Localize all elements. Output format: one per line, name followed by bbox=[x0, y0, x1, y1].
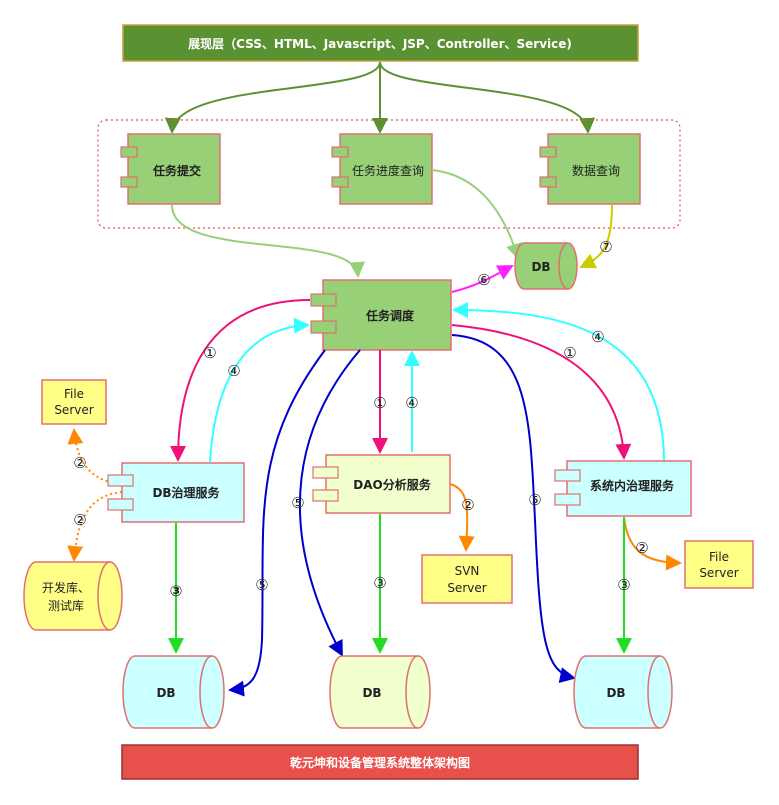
svn-server-line1: SVN bbox=[455, 564, 480, 578]
data-query-label: 数据查询 bbox=[572, 163, 620, 178]
db-top[interactable]: DB bbox=[514, 242, 578, 290]
arrow-data-query-to-db bbox=[579, 204, 613, 269]
task-submit-label: 任务提交 bbox=[152, 163, 201, 178]
dev-test-db-line2: 测试库 bbox=[48, 598, 84, 613]
step-2-label-dev-db: ② bbox=[73, 511, 86, 529]
component-sys-governance[interactable]: 系统内治理服务 bbox=[554, 460, 692, 517]
query-group-container bbox=[97, 119, 681, 229]
arrow-scheduler-to-db-governance bbox=[170, 299, 311, 462]
db-governance-label: DB治理服务 bbox=[152, 485, 220, 500]
svn-server-line2: Server bbox=[447, 581, 486, 595]
arrow-progress-to-db bbox=[431, 169, 522, 260]
presentation-layer-bar: 展现层（CSS、HTML、Javascript、JSP、Controller、S… bbox=[122, 24, 639, 62]
arrow-to-task-submit bbox=[164, 61, 381, 134]
db-dev-test[interactable]: 开发库、 测试库 bbox=[23, 561, 123, 631]
arrow-scheduler-to-db-top bbox=[451, 265, 514, 293]
component-scheduler[interactable]: 任务调度 bbox=[310, 279, 452, 351]
component-data-query[interactable]: 数据查询 bbox=[539, 133, 641, 205]
file-server-right[interactable]: File Server bbox=[684, 540, 754, 589]
diagram-title: 乾元坤和设备管理系统整体架构图 bbox=[290, 755, 470, 770]
component-dao-analysis[interactable]: DAO分析服务 bbox=[312, 454, 451, 514]
file-server-left[interactable]: File Server bbox=[41, 379, 107, 425]
step-7-label: ⑦ bbox=[599, 238, 612, 256]
step-1-label-mid: ① bbox=[373, 394, 386, 412]
svn-server[interactable]: SVN Server bbox=[421, 554, 513, 604]
green-arrows bbox=[168, 514, 632, 654]
top-bar-arrows bbox=[164, 61, 596, 134]
light-green-arrows bbox=[171, 169, 522, 278]
step-3-label-left: ③ bbox=[170, 582, 183, 600]
step-5-label-mid: ⑤ bbox=[291, 494, 304, 512]
file-server-left-line1: File bbox=[64, 387, 84, 401]
arrow-db-governance-to-file-server bbox=[67, 428, 123, 486]
db-mid-label: DB bbox=[362, 686, 381, 700]
arrow-submit-to-scheduler bbox=[171, 204, 366, 278]
db-right[interactable]: DB bbox=[573, 655, 673, 729]
dao-analysis-label: DAO分析服务 bbox=[353, 477, 431, 492]
db-right-label: DB bbox=[606, 686, 625, 700]
step-3-label-right: ③ bbox=[617, 576, 630, 594]
arrow-sys-governance-to-scheduler bbox=[452, 302, 665, 463]
arrow-scheduler-to-db-right bbox=[451, 334, 576, 683]
arrow-db-governance-to-scheduler bbox=[209, 317, 310, 463]
db-top-label: DB bbox=[531, 260, 550, 274]
arrow-scheduler-to-db-left bbox=[228, 349, 326, 697]
component-task-submit[interactable]: 任务提交 bbox=[120, 133, 221, 205]
dev-test-db-line1: 开发库、 bbox=[42, 580, 90, 595]
step-2-label-file-right: ② bbox=[635, 539, 648, 557]
step-1-label-right: ① bbox=[563, 344, 576, 362]
step-4-label-right: ④ bbox=[591, 328, 604, 346]
task-progress-label: 任务进度查询 bbox=[352, 163, 424, 178]
step-4-label-left: ④ bbox=[227, 362, 240, 380]
db-mid[interactable]: DB bbox=[329, 655, 431, 729]
arrow-to-data-query bbox=[379, 61, 596, 134]
arrow-scheduler-to-db-mid bbox=[298, 349, 361, 657]
db-left[interactable]: DB bbox=[122, 655, 225, 729]
step-5-label-left: ⑤ bbox=[255, 576, 268, 594]
sys-governance-label: 系统内治理服务 bbox=[590, 478, 675, 493]
arrow-scheduler-to-sys-governance bbox=[451, 324, 632, 460]
file-server-left-line2: Server bbox=[54, 403, 93, 417]
step-2-label-svn: ② bbox=[461, 496, 474, 514]
step-4-label-mid: ④ bbox=[405, 394, 418, 412]
arrow-dao-to-svn bbox=[449, 483, 475, 552]
presentation-layer-label: 展现层（CSS、HTML、Javascript、JSP、Controller、S… bbox=[188, 36, 572, 51]
component-db-governance[interactable]: DB治理服务 bbox=[107, 462, 245, 523]
arrow-sys-governance-to-file-server bbox=[623, 516, 682, 571]
component-task-progress[interactable]: 任务进度查询 bbox=[331, 133, 433, 205]
file-server-right-line1: File bbox=[709, 550, 729, 564]
step-1-label-left: ① bbox=[203, 344, 216, 362]
step-3-label-mid: ③ bbox=[373, 574, 386, 592]
step-5-label-right: ⑤ bbox=[528, 491, 541, 509]
db-left-label: DB bbox=[156, 686, 175, 700]
step-2-label-file-left: ② bbox=[73, 454, 86, 472]
scheduler-label: 任务调度 bbox=[365, 308, 415, 323]
file-server-right-line2: Server bbox=[699, 566, 738, 580]
step-6-label: ⑥ bbox=[477, 271, 490, 289]
footer-title-bar: 乾元坤和设备管理系统整体架构图 bbox=[121, 744, 639, 780]
